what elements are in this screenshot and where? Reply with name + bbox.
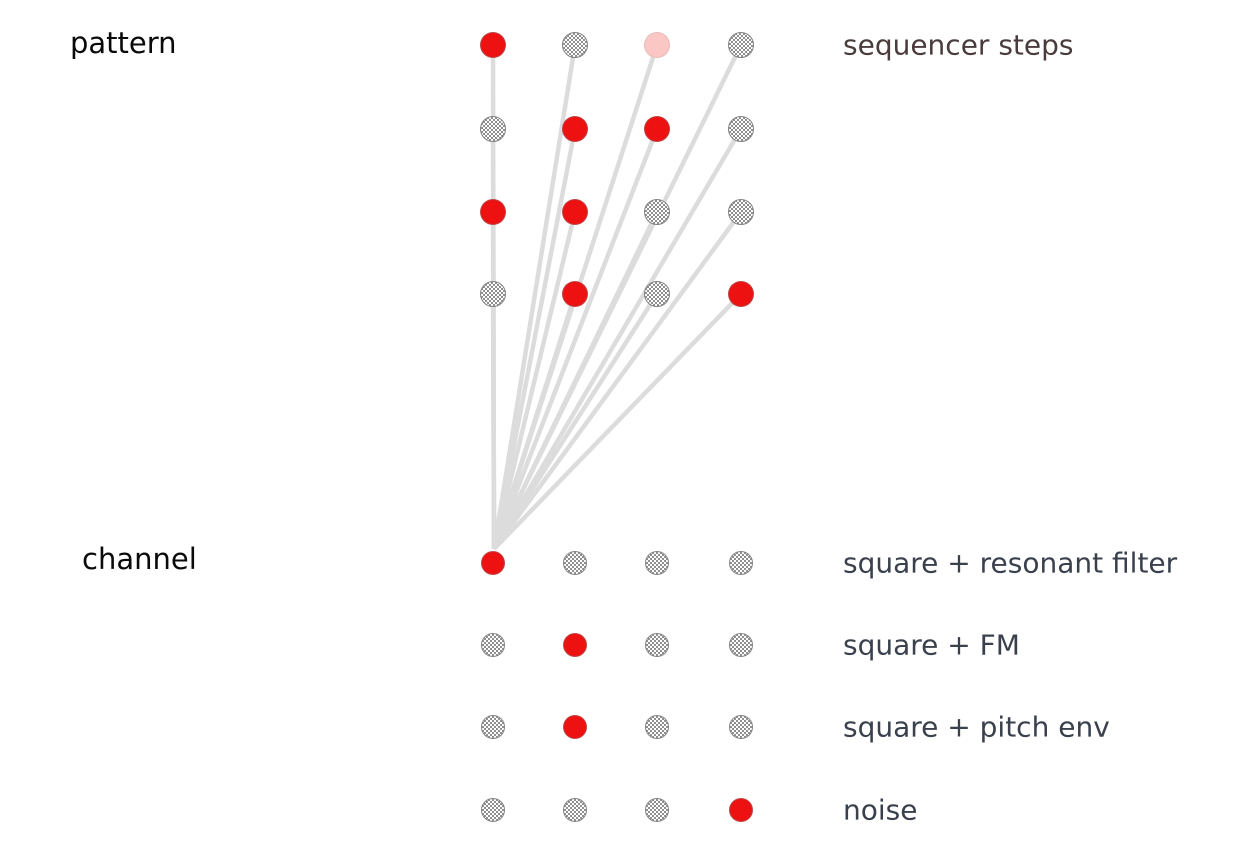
- connection-line: [491, 293, 578, 550]
- channel-caption-noise: noise: [843, 793, 918, 827]
- connection-line: [491, 211, 660, 550]
- pattern-step-dot-inactive: [480, 281, 506, 307]
- pattern-step-dot-inactive: [728, 116, 754, 142]
- channel-dot-inactive: [645, 798, 669, 822]
- pattern-step-dot-active: [562, 116, 588, 142]
- channel-dot-active: [481, 551, 505, 575]
- channel-dot-active: [729, 798, 753, 822]
- pattern-step-dot-active: [480, 199, 506, 225]
- connection-line: [492, 210, 743, 551]
- pattern-step-dot-ghost: [644, 32, 670, 58]
- pattern-step-dot-active: [480, 32, 506, 58]
- channel-dot-inactive: [729, 633, 753, 657]
- channel-dot-inactive: [481, 798, 505, 822]
- channel-dot-inactive: [729, 715, 753, 739]
- channel-dot-active: [563, 715, 587, 739]
- connection-line: [491, 128, 578, 550]
- connection-line: [492, 127, 743, 551]
- pattern-step-dot-inactive: [480, 116, 506, 142]
- channel-caption-square-resonant-filter: square + resonant filter: [843, 546, 1178, 580]
- channel-dot-inactive: [481, 633, 505, 657]
- pattern-step-dot-active: [644, 116, 670, 142]
- channel-dot-inactive: [645, 715, 669, 739]
- channel-dot-inactive: [563, 551, 587, 575]
- channel-dot-inactive: [645, 633, 669, 657]
- pattern-step-dot-active: [562, 281, 588, 307]
- channel-dot-active: [563, 633, 587, 657]
- channel-dot-inactive: [645, 551, 669, 575]
- connection-line: [492, 292, 659, 551]
- pattern-step-dot-inactive: [644, 199, 670, 225]
- pattern-step-dot-inactive: [562, 32, 588, 58]
- sequencer-steps-caption: sequencer steps: [843, 28, 1074, 62]
- channel-caption-square-pitch-env: square + pitch env: [843, 710, 1110, 744]
- pattern-step-dot-inactive: [644, 281, 670, 307]
- pattern-step-dot-inactive: [728, 199, 754, 225]
- connection-line: [490, 293, 497, 550]
- channel-dot-inactive: [729, 551, 753, 575]
- pattern-step-dot-inactive: [728, 32, 754, 58]
- channel-label: channel: [82, 542, 197, 576]
- channel-dot-inactive: [481, 715, 505, 739]
- connection-line: [492, 292, 743, 551]
- channel-caption-square-fm: square + FM: [843, 628, 1020, 662]
- connection-line: [491, 44, 578, 550]
- pattern-step-dot-active: [562, 199, 588, 225]
- pattern-label: pattern: [70, 26, 177, 60]
- connection-line: [491, 128, 660, 550]
- connection-line: [491, 211, 578, 550]
- pattern-step-dot-active: [728, 281, 754, 307]
- channel-dot-inactive: [563, 798, 587, 822]
